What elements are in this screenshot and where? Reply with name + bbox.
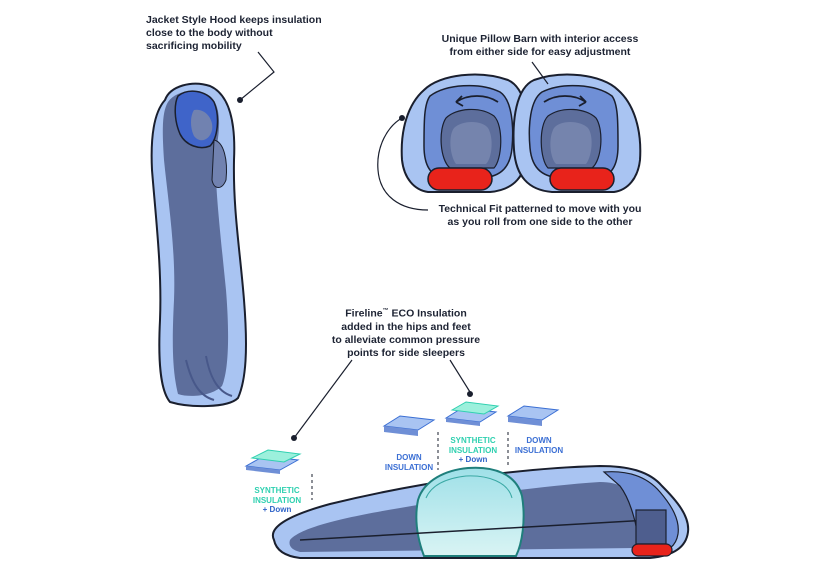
tag-down-mid: DOWN INSULATION xyxy=(376,453,442,472)
fit-line-2: as you roll from one side to the other xyxy=(447,216,633,228)
hood-callout-line xyxy=(239,51,275,101)
tag-down-right-line-2: INSULATION xyxy=(514,445,564,455)
tag-synthetic-mid-line-2: INSULATION xyxy=(448,445,498,455)
fireline-line-0: Fireline™ ECO Insulation xyxy=(306,305,506,321)
tag-synthetic-mid: SYNTHETIC INSULATION + Down xyxy=(440,436,506,465)
tag-down-mid-line-1: DOWN xyxy=(396,453,422,462)
tag-down-right: DOWN INSULATION xyxy=(506,436,572,455)
fit-line-1: Technical Fit patterned to move with you xyxy=(438,203,642,215)
hood-callout-dot xyxy=(237,97,243,103)
insulation-tile-synthetic-left xyxy=(244,449,302,474)
pillow-line-2: from either side for easy adjustment xyxy=(449,46,631,58)
fireline-tm: ™ xyxy=(382,308,389,314)
tag-down-mid-line-2: INSULATION xyxy=(384,462,434,472)
dashed-guides xyxy=(311,432,509,500)
pillow-line-1: Unique Pillow Barn with interior access xyxy=(441,33,639,45)
pillow-barn-left xyxy=(400,73,530,193)
fireline-rest: ECO Insulation xyxy=(388,307,467,320)
standing-figure-bag xyxy=(150,82,247,408)
fit-callout-dot xyxy=(399,115,405,121)
tag-synthetic-left-line-3: + Down xyxy=(262,505,292,514)
tag-synthetic-mid-line-1: SYNTHETIC xyxy=(450,436,496,445)
hood-line-1: Jacket Style Hood keeps insulation xyxy=(146,14,322,26)
fireline-callout-text: Fireline™ ECO Insulation added in the hi… xyxy=(306,305,506,360)
fireline-brand: Fireline xyxy=(345,307,383,320)
fireline-line-2: to alleviate common pressure xyxy=(331,333,481,346)
fireline-line-1: added in the hips and feet xyxy=(341,320,471,333)
fireline-callout-dot-right xyxy=(467,391,473,397)
pillow-callout-text: Unique Pillow Barn with interior access … xyxy=(420,33,660,59)
pillow-callout-line xyxy=(531,61,549,85)
tag-synthetic-left-line-2: INSULATION xyxy=(252,495,302,505)
insulation-tile-synthetic-mid xyxy=(444,401,500,426)
insulation-tile-down-mid xyxy=(382,415,436,436)
tag-synthetic-left: SYNTHETIC INSULATION + Down xyxy=(244,486,310,515)
hood-line-3: sacrificing mobility xyxy=(146,40,242,52)
hood-line-2: close to the body without xyxy=(146,27,273,39)
fireline-callout-line-left xyxy=(293,359,353,439)
insulation-tile-down-right xyxy=(506,405,560,426)
fit-callout-text: Technical Fit patterned to move with you… xyxy=(420,203,660,229)
fireline-line-3: points for side sleepers xyxy=(347,346,465,359)
tag-synthetic-left-line-1: SYNTHETIC xyxy=(254,486,300,495)
tag-synthetic-mid-line-3: + Down xyxy=(458,455,488,464)
pillow-barn-right xyxy=(512,73,642,193)
fireline-callout-line-right xyxy=(449,359,471,393)
fit-callout-line xyxy=(377,117,429,211)
fireline-callout-dot-left xyxy=(291,435,297,441)
lying-sleeping-bag xyxy=(271,464,690,559)
hood-callout-text: Jacket Style Hood keeps insulation close… xyxy=(146,14,322,53)
tag-down-right-line-1: DOWN xyxy=(526,436,552,445)
